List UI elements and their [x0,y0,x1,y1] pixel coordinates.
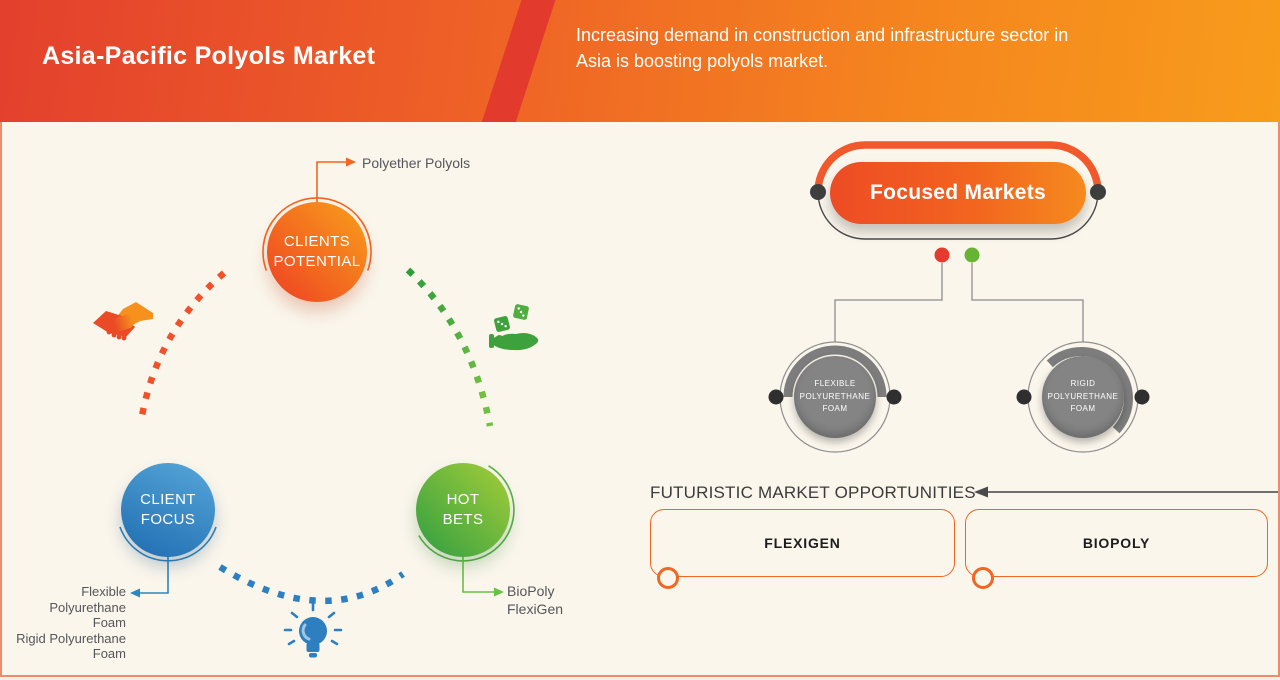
node-hot-bets-label: HOT BETS [442,490,484,528]
green-dotted-arc [405,267,494,427]
arrow-right-icon [494,587,504,597]
focused-markets-branches [834,247,1084,342]
frame-end-dot-right [1090,184,1106,200]
hot-bets-connector [462,555,504,597]
arrow-left-icon [974,486,988,498]
branch-dot-green [964,247,980,263]
foam-node-ornaments [768,341,1150,453]
opportunity-box-biopoly: BIOPOLY [965,509,1268,577]
dice-in-hand-icon [489,304,539,351]
node-hot-bets: HOT BETS [416,463,510,557]
content-frame-bottom-strip [0,677,1280,680]
node-client-focus-label: CLIENT FOCUS [140,490,196,528]
opportunities-arrow [974,486,1278,498]
handshake-icon [93,302,153,341]
header-diagonal-stripe [474,0,560,122]
node-client-focus: CLIENT FOCUS [121,463,215,557]
biopoly-corner-ring-icon [972,567,994,589]
opportunity-flexigen-label: FLEXIGEN [764,535,841,551]
orange-dotted-arc [138,270,227,417]
focused-markets-title: Focused Markets [869,181,1047,204]
node-clients-potential: CLIENTS POTENTIAL [267,202,367,302]
callout-polyether-polyols: Polyether Polyols [362,155,471,171]
branch-dot-red [934,247,950,263]
header-banner: Asia-Pacific Polyols Market Increasing d… [0,0,1280,122]
polyether-connector [316,157,356,204]
arrow-right-icon [346,157,356,167]
node-clients-potential-label: CLIENTS POTENTIAL [273,232,361,270]
page-title: Asia-Pacific Polyols Market [42,42,376,70]
foam-node-rigid: RIGID POLYURETHANE FOAM [1042,356,1124,438]
opportunity-box-flexigen: FLEXIGEN [650,509,955,577]
foam-node-flexible: FLEXIBLE POLYURETHANE FOAM [794,356,876,438]
client-focus-connector [130,555,169,598]
callout-client-focus-products: Flexible Polyurethane Foam Rigid Polyure… [16,584,126,661]
blue-dotted-arc [218,564,405,605]
hot-bets-ring [418,465,515,562]
flexigen-corner-ring-icon [657,567,679,589]
header-subtitle: Increasing demand in construction and in… [576,25,1069,71]
frame-end-dot-left [810,184,826,200]
lightbulb-icon [283,602,343,658]
foam-node-rigid-label: RIGID POLYURETHANE FOAM [1047,379,1119,414]
opportunity-biopoly-label: BIOPOLY [1082,535,1151,551]
opportunities-heading: FUTURISTIC MARKET OPPORTUNITIES [650,483,976,502]
foam-node-flexible-label: FLEXIBLE POLYURETHANE FOAM [799,379,871,414]
focused-markets-pill: Focused Markets [830,162,1086,224]
arrow-left-icon [130,588,140,598]
focused-markets-frame [810,141,1106,240]
callout-hot-bets-products: BioPoly FlexiGen [507,583,564,617]
